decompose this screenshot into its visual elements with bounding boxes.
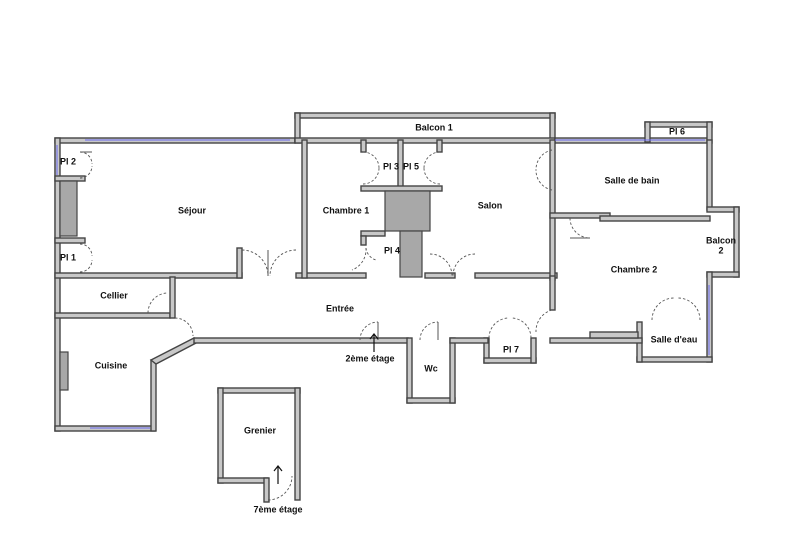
label-entree: Entrée [326, 303, 354, 313]
label-pl-1: Pl 1 [60, 252, 76, 262]
label-salle-de-bain: Salle de bain [604, 175, 659, 185]
label-balcon-2-number: 2 [718, 245, 723, 255]
label-pl-3: Pl 3 [383, 161, 399, 171]
label-pl-6: Pl 6 [669, 126, 685, 136]
windows [56, 139, 710, 429]
label-cuisine: Cuisine [95, 360, 128, 370]
label-salle-deau: Salle d'eau [651, 334, 698, 344]
label-sejour: Séjour [178, 205, 207, 215]
stairs-7eme-arrow [273, 465, 283, 484]
label-grenier: Grenier [244, 425, 277, 435]
label-salon: Salon [478, 200, 503, 210]
interior-walls [54, 139, 711, 391]
label-balcon-1: Balcon 1 [415, 122, 453, 132]
label-pl-7: Pl 7 [503, 344, 519, 354]
label-cellier: Cellier [100, 290, 128, 300]
label-chambre-2: Chambre 2 [611, 264, 658, 274]
radiator-cuisine [59, 351, 69, 391]
label-wc: Wc [424, 363, 438, 373]
duct-upper [384, 190, 431, 232]
label-7eme-etage: 7ème étage [253, 504, 302, 514]
label-pl-2: Pl 2 [60, 156, 76, 166]
label-chambre-1: Chambre 1 [323, 205, 370, 215]
grenier-walls [217, 387, 301, 503]
label-pl-4: Pl 4 [384, 245, 400, 255]
label-2eme-etage: 2ème étage [345, 353, 394, 363]
doors [79, 149, 701, 341]
label-pl-5: Pl 5 [403, 161, 419, 171]
duct-lower [399, 230, 423, 278]
label-balcon-2: Balcon [706, 235, 736, 245]
stairs-2eme-arrow [369, 333, 379, 352]
radiator-sejour [59, 180, 78, 237]
